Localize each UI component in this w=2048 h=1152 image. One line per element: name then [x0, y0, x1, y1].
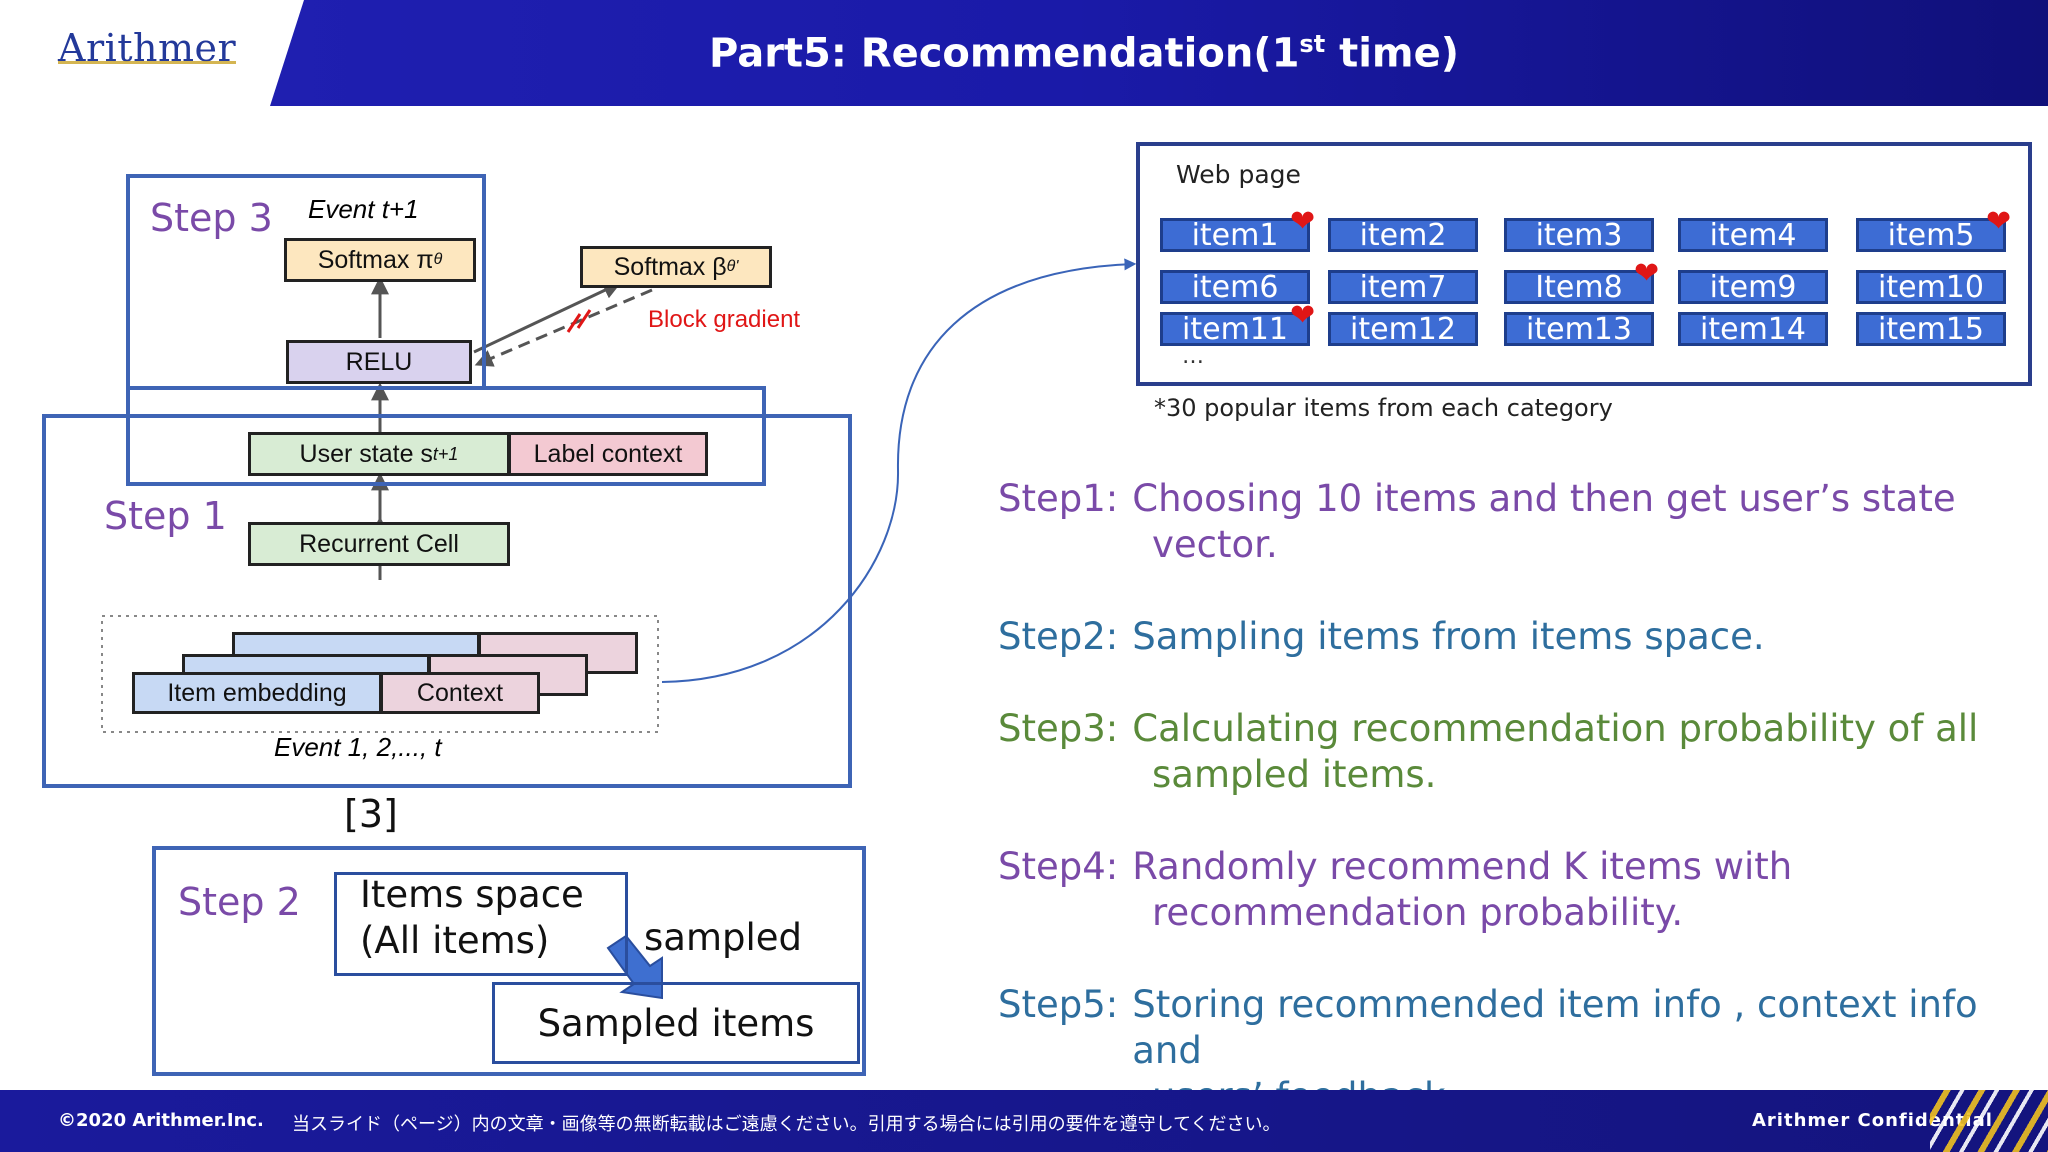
context-node: Context: [380, 672, 540, 714]
web-item[interactable]: item3: [1504, 218, 1654, 253]
copyright-text: ©2020 Arithmer.Inc.: [58, 1110, 264, 1131]
web-item[interactable]: item5: [1856, 218, 2006, 253]
sampled-items-box: Sampled items: [492, 982, 860, 1064]
step-description: Step3: Calculating recommendation probabi…: [998, 706, 2012, 798]
web-item[interactable]: item12: [1328, 312, 1478, 347]
item-embedding-node: Item embedding: [132, 672, 382, 714]
web-item[interactable]: item10: [1856, 270, 2006, 305]
relu-node: RELU: [286, 340, 472, 384]
web-item[interactable]: item13: [1504, 312, 1654, 347]
web-item[interactable]: item1: [1160, 218, 1310, 253]
step-text: Randomly recommend K items with: [1132, 845, 1793, 888]
step-description: Step1: Choosing 10 items and then get use…: [998, 476, 2012, 568]
step-heading: Step1:: [998, 477, 1119, 520]
citation: [3]: [344, 792, 398, 836]
step-text: Sampling items from items space.: [1132, 615, 1765, 658]
step-text: Calculating recommendation probability o…: [1132, 707, 1979, 750]
step-text-continued: vector.: [1152, 523, 1278, 566]
web-item[interactable]: item11: [1160, 312, 1310, 347]
footer-bar: [0, 1090, 2048, 1152]
step2-frame: [152, 846, 866, 1076]
disclaimer-text: 当スライド（ページ）内の文章・画像等の無断転載はご遠慮ください。引用する場合には…: [292, 1114, 1281, 1135]
web-page-title: Web page: [1176, 160, 1301, 189]
web-item[interactable]: item6: [1160, 270, 1310, 305]
event-top-label: Event t+1: [308, 194, 419, 224]
label-context-node: Label context: [508, 432, 708, 476]
web-item[interactable]: item2: [1328, 218, 1478, 253]
step-text-continued: recommendation probability.: [1152, 891, 1684, 934]
step-heading: Step4:: [998, 845, 1119, 888]
web-item[interactable]: item7: [1328, 270, 1478, 305]
step3-frame-joint: [482, 386, 766, 390]
items-space-box: [334, 872, 628, 976]
block-gradient-label: Block gradient: [648, 306, 801, 333]
more-items-ellipsis: …: [1182, 344, 1204, 369]
web-item[interactable]: item4: [1678, 218, 1828, 253]
items-space-text: Items space(All items): [360, 873, 584, 962]
web-item[interactable]: item15: [1856, 312, 2006, 347]
heart-icon: ❤: [1290, 204, 1316, 239]
step-text: Choosing 10 items and then get user’s st…: [1132, 477, 1956, 520]
step-text-continued: sampled items.: [1152, 753, 1437, 796]
step-heading: Step2:: [998, 615, 1119, 658]
header-bar: [270, 0, 2048, 106]
step1-label: Step 1: [104, 494, 227, 538]
web-item[interactable]: Item8: [1504, 270, 1654, 305]
step-text: Storing recommended item info , context …: [1132, 983, 1978, 1072]
web-item[interactable]: item9: [1678, 270, 1828, 305]
step3-frame-top: [126, 174, 486, 390]
footer-stripes-decoration: [1930, 1090, 2048, 1152]
event-bottom-label: Event 1, 2,..., t: [274, 732, 442, 762]
step2-label: Step 2: [178, 880, 301, 924]
step3-label: Step 3: [150, 196, 273, 240]
recurrent-cell-node: Recurrent Cell: [248, 522, 510, 566]
slide-title: Part5: Recommendation(1st time): [708, 30, 1460, 77]
step-heading: Step3:: [998, 707, 1119, 750]
heart-icon: ❤: [1290, 298, 1316, 333]
step-description: Step2: Sampling items from items space.: [998, 614, 2012, 660]
heart-icon: ❤: [1634, 256, 1660, 291]
sampled-label: sampled: [644, 916, 803, 959]
step3-frame-bottom: [126, 386, 766, 486]
arithmer-logo: Arithmer: [58, 26, 237, 70]
web-item[interactable]: item14: [1678, 312, 1828, 347]
step-heading: Step5:: [998, 983, 1119, 1026]
web-page-note: *30 popular items from each category: [1154, 394, 1613, 422]
heart-icon: ❤: [1986, 204, 2012, 239]
step1-frame: [42, 414, 852, 788]
